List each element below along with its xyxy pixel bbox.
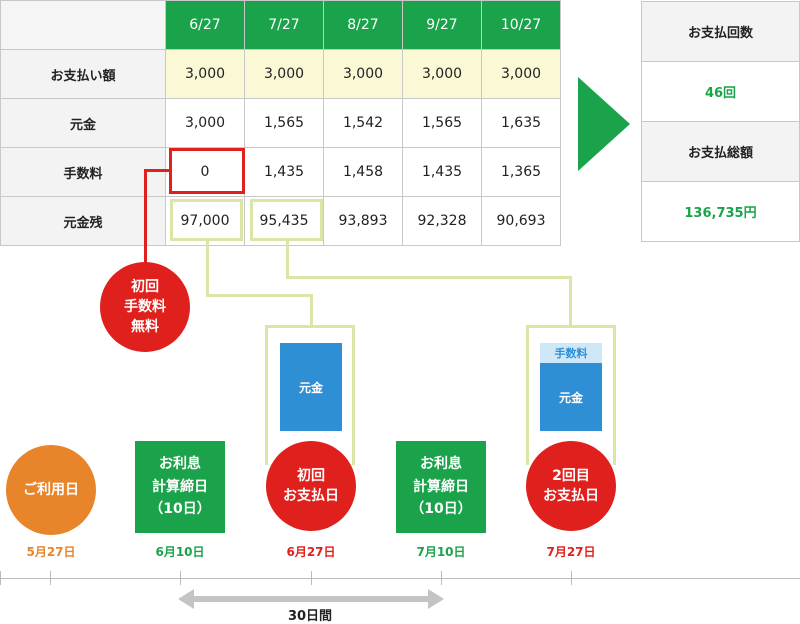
table-cell: 3,000	[323, 49, 403, 99]
interest-closing-box-2: お利息 計算締日 （10日）	[396, 441, 486, 533]
second-payment-circle: 2回目 お支払日	[526, 441, 616, 531]
first-fee-highlight	[169, 148, 245, 194]
second-remaining-connector	[286, 241, 289, 279]
second-fee-bar: 手数料	[540, 343, 602, 363]
timeline-tick	[0, 571, 1, 585]
row-label: お支払い額	[0, 49, 166, 99]
second-remaining-connector	[286, 276, 572, 279]
badge-line: 無料	[131, 319, 159, 336]
box-line: 計算締日	[152, 478, 208, 495]
closing-date-2: 7月10日	[416, 545, 466, 559]
circle-line: お支払日	[543, 488, 599, 504]
table-cell: 1,458	[323, 147, 403, 197]
first-fee-free-badge: 初回 手数料 無料	[100, 262, 190, 352]
fee-connector	[144, 169, 147, 269]
table-cell: 93,893	[323, 196, 403, 246]
interest-closing-box-1: お利息 計算締日 （10日）	[135, 441, 225, 533]
date-header: 10/27	[481, 0, 561, 50]
row-label: 手数料	[0, 147, 166, 197]
table-cell: 92,328	[402, 196, 482, 246]
table-header-row: 6/27 7/27 8/27 9/27 10/27	[0, 0, 561, 50]
table-row-payment-amount: お支払い額 3,000 3,000 3,000 3,000 3,000	[0, 49, 561, 99]
row-label: 元金残	[0, 196, 166, 246]
first-remaining-connector	[206, 241, 209, 297]
table-cell: 3,000	[165, 49, 245, 99]
payment-total-label: お支払総額	[641, 121, 800, 182]
first-bar-bracket	[265, 325, 268, 465]
timeline-tick	[180, 571, 181, 585]
box-line: 計算締日	[413, 478, 469, 495]
row-label: 元金	[0, 98, 166, 148]
payment-count-value: 46回	[641, 61, 800, 122]
second-remaining-connector	[569, 276, 572, 327]
fee-connector	[144, 169, 170, 172]
first-bar-bracket	[352, 325, 355, 465]
second-remaining-highlight	[250, 199, 323, 241]
table-cell: 1,542	[323, 98, 403, 148]
table-cell: 1,365	[481, 147, 561, 197]
table-row-principal: 元金 3,000 1,565 1,542 1,565 1,635	[0, 98, 561, 148]
date-header: 7/27	[244, 0, 324, 50]
table-cell: 95,435	[244, 196, 324, 246]
date-header: 8/27	[323, 0, 403, 50]
first-principal-bar: 元金	[280, 343, 342, 431]
first-remaining-highlight	[170, 199, 243, 241]
badge-line: 初回	[131, 278, 159, 295]
box-line: お利息	[159, 456, 201, 473]
timeline-axis	[0, 578, 800, 579]
table-cell: 1,635	[481, 98, 561, 148]
timeline-tick	[571, 571, 572, 585]
table-cell: 90,693	[481, 196, 561, 246]
date-header: 9/27	[402, 0, 482, 50]
circle-line: 初回	[297, 467, 325, 484]
table-cell: 1,565	[244, 98, 324, 148]
table-cell: 3,000	[402, 49, 482, 99]
second-principal-bar: 元金	[540, 363, 602, 431]
payment-schedule-table: 6/27 7/27 8/27 9/27 10/27 お支払い額 3,000 3,…	[0, 0, 561, 246]
first-remaining-connector	[206, 294, 313, 297]
box-line: お利息	[420, 456, 462, 473]
second-bar-bracket	[526, 325, 616, 328]
first-payment-circle: 初回 お支払日	[266, 441, 356, 531]
table-cell: 3,000	[481, 49, 561, 99]
badge-line: 手数料	[124, 298, 166, 315]
table-row-remaining-principal: 元金残 97,000 95,435 93,893 92,328 90,693	[0, 196, 561, 246]
table-cell: 3,000	[244, 49, 324, 99]
second-bar-bracket	[526, 325, 529, 465]
payment-count-label: お支払回数	[641, 1, 800, 62]
arrow-right-icon	[578, 77, 630, 171]
box-line: （10日）	[410, 501, 472, 518]
table-cell: 3,000	[165, 98, 245, 148]
first-bar-bracket	[265, 325, 355, 328]
closing-date-1: 6月10日	[155, 545, 205, 559]
circle-line: 2回目	[552, 467, 590, 484]
first-remaining-connector	[310, 294, 313, 327]
timeline-tick	[50, 571, 51, 585]
payment-total-value: 136,735円	[641, 181, 800, 242]
usage-day-label: ご利用日	[23, 481, 79, 498]
table-cell: 1,565	[402, 98, 482, 148]
table-cell: 1,435	[244, 147, 324, 197]
box-line: （10日）	[149, 501, 211, 518]
usage-date: 5月27日	[26, 545, 76, 559]
timeline-tick	[311, 571, 312, 585]
first-payment-date: 6月27日	[286, 545, 336, 559]
second-bar-bracket	[613, 325, 616, 465]
table-cell: 97,000	[165, 196, 245, 246]
timeline-tick	[441, 571, 442, 585]
table-row-fee: 手数料 0 1,435 1,458 1,435 1,365	[0, 147, 561, 197]
table-corner-cell	[0, 0, 166, 50]
table-cell: 1,435	[402, 147, 482, 197]
circle-line: お支払日	[283, 488, 339, 504]
span-label: 30日間	[287, 609, 333, 624]
double-arrow-icon	[178, 589, 444, 609]
summary-table: お支払回数 46回 お支払総額 136,735円	[641, 1, 800, 242]
second-payment-date: 7月27日	[546, 545, 596, 559]
date-header: 6/27	[165, 0, 245, 50]
usage-day-circle: ご利用日	[6, 445, 96, 535]
